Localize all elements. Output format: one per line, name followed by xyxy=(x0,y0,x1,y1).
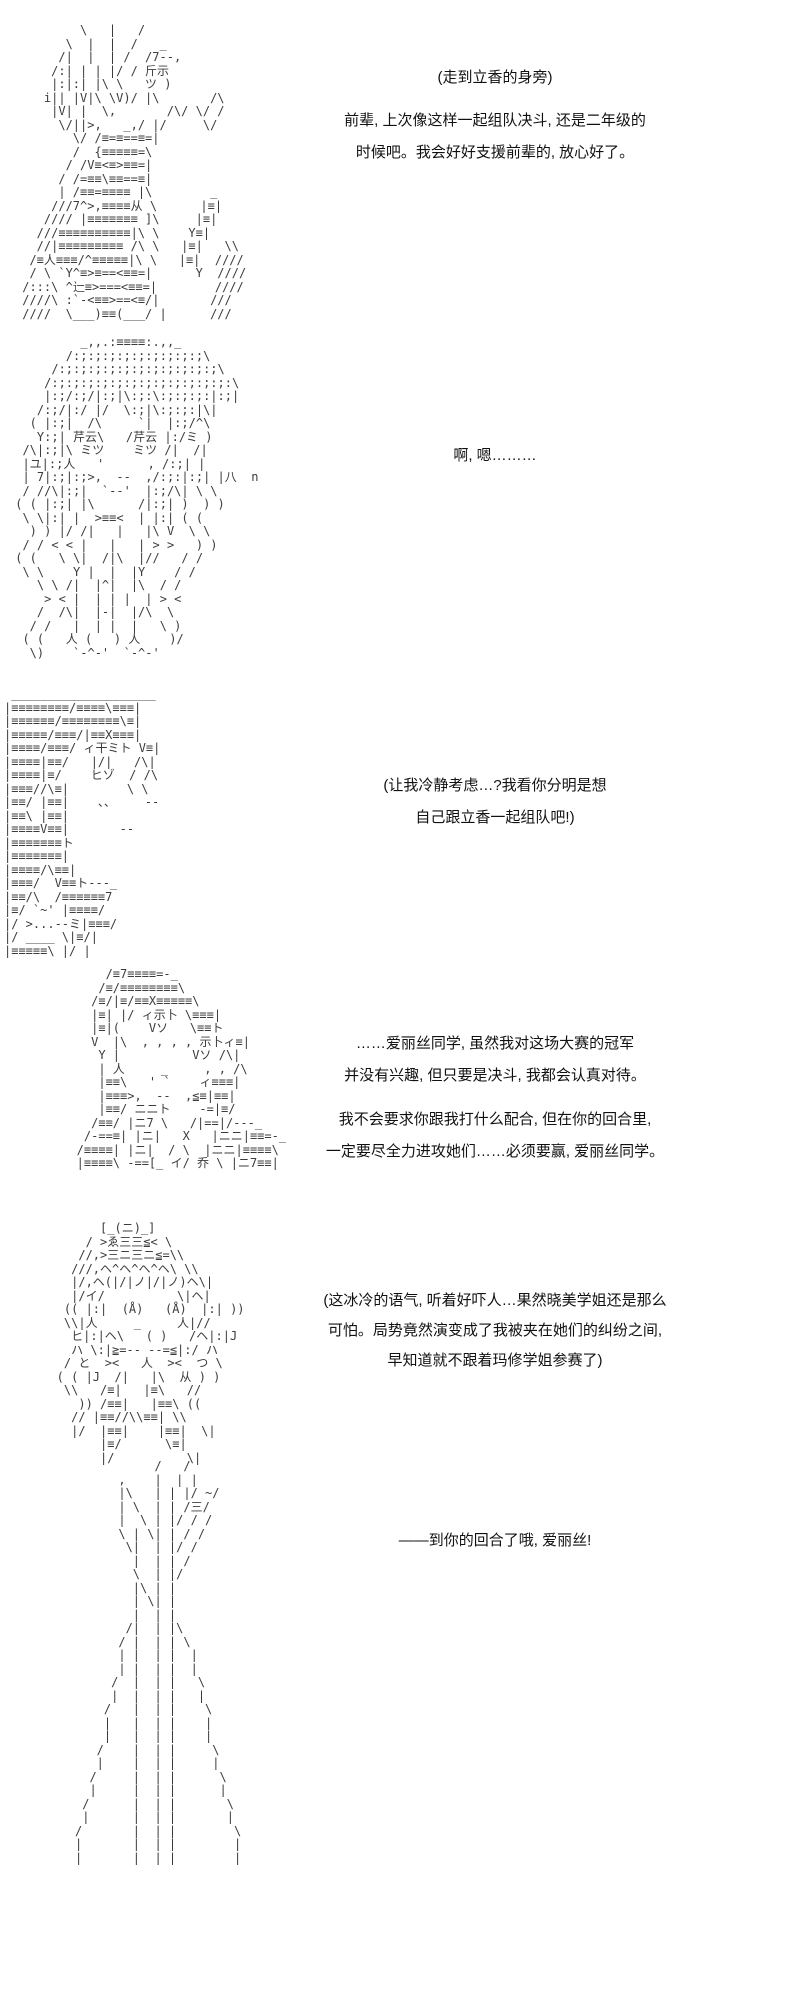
dialogue-speech-3: ……爱丽丝同学, 虽然我对这场大赛的冠军 并没有兴趣, 但只要是决斗, 我都会认… xyxy=(344,1035,646,1084)
dialogue-inner-thought-2: (这冰冷的语气, 听着好吓人…果然晓美学姐还是那么 可怕。局势竟然演变成了我被夹… xyxy=(323,1292,667,1369)
dialogue-stage-direction: (走到立香的身旁) xyxy=(437,69,553,86)
ascii-art-character-2: _,,.:≡≡≡≡:.,,_ /:;:;:;:;:;:;:;:;:;\ /:;:… xyxy=(15,335,259,660)
ascii-art-character-6-partial: / / , | | | |\ | | |/ ~/ | \ | | /三/ | \… xyxy=(75,1459,242,1865)
dialogue-speech-1: 前辈, 上次像这样一起组队决斗, 还是二年级的 时候吧。我会好好支援前辈的, 放… xyxy=(344,112,646,161)
dialogue-speech-5: ——到你的回合了哦, 爱丽丝! xyxy=(398,1532,592,1549)
ascii-art-character-5: [_(ニ)_] / >ゑ三三≦< \ //,>三ニ三ニ≦=\\ ///,ヘ^ヘ^… xyxy=(56,1221,245,1465)
ascii-art-character-3: ____________________ |≡≡≡≡≡≡≡≡/≡≡≡≡\≡≡≡|… xyxy=(4,687,161,958)
dialogue-speech-2: 啊, 嗯……… xyxy=(453,447,537,464)
dialogue-speech-4: 我不会要求你跟我打什么配合, 但在你的回合里, 一定要尽全力进攻她们……必须要赢… xyxy=(325,1111,665,1160)
ascii-art-character-1: \ | / \ | | / _ /| | | / /7--, /:| | | |… xyxy=(22,23,247,321)
dialogue-inner-thought-1: (让我冷静考虑…?我看你分明是想 自己跟立香一起组队吧!) xyxy=(383,777,607,826)
ascii-art-character-4: /≡7≡≡≡≡=-_ /≡/≡≡≡≡≡≡≡≡\ /≡/|≡/≡≡X≡≡≡≡≡\ … xyxy=(76,967,287,1170)
